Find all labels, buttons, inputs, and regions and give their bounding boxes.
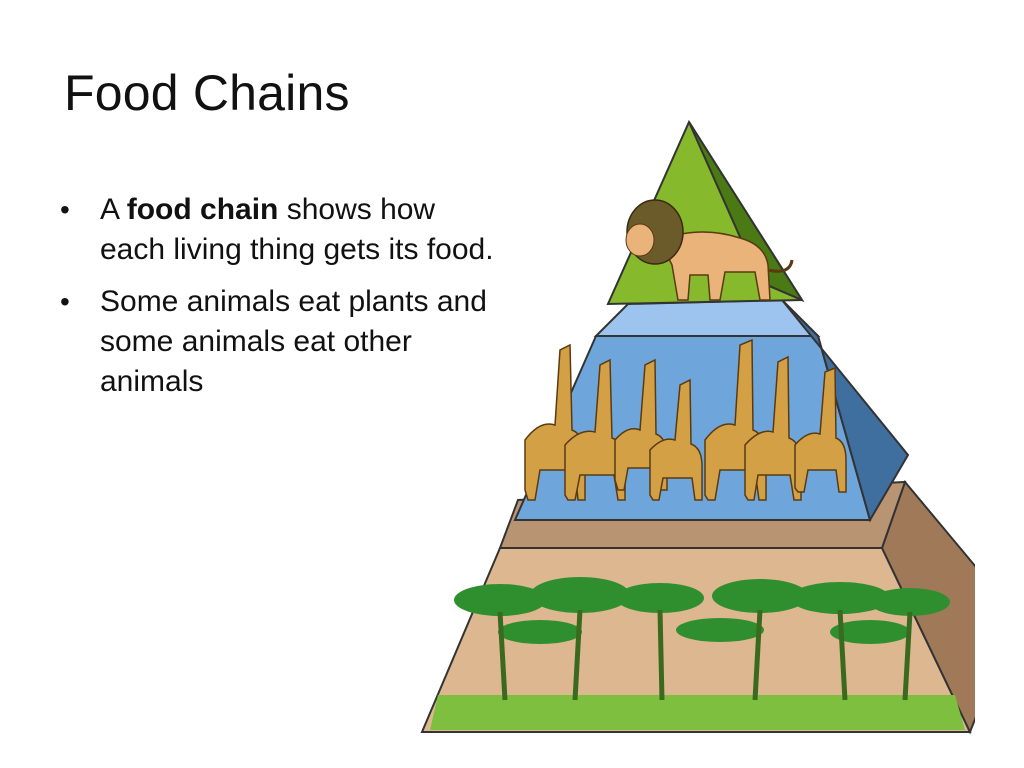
bullet-icon: •: [60, 194, 70, 225]
pyramid-level-giraffes: [513, 298, 910, 523]
slide-title: Food Chains: [64, 65, 350, 121]
pyramid-level-lion: [606, 119, 805, 306]
bullet-item: • A food chain shows how each living thi…: [58, 190, 508, 270]
giraffe-4: [649, 378, 703, 501]
giraffe-herd: [524, 338, 847, 501]
giraffe-2: [564, 358, 626, 501]
lion: [625, 199, 794, 301]
giraffe-7: [794, 366, 847, 493]
bullet-item: • Some animals eat plants and some anima…: [58, 282, 508, 402]
food-pyramid-illustration: [420, 119, 975, 735]
pyramid-level-trees: [420, 480, 975, 735]
bullet-text-before: A: [100, 193, 127, 226]
bullet-icon: •: [60, 286, 70, 317]
bullet-text-after: shows how each living thing gets its foo…: [100, 193, 494, 266]
giraffe-6: [744, 355, 802, 501]
tree-trunks: [497, 609, 913, 701]
bullet-text: Some animals eat plants and some animals…: [100, 285, 487, 398]
bullet-bold-term: food chain: [126, 193, 279, 226]
bullet-list: • A food chain shows how each living thi…: [58, 190, 508, 414]
tree-group: [454, 577, 950, 644]
